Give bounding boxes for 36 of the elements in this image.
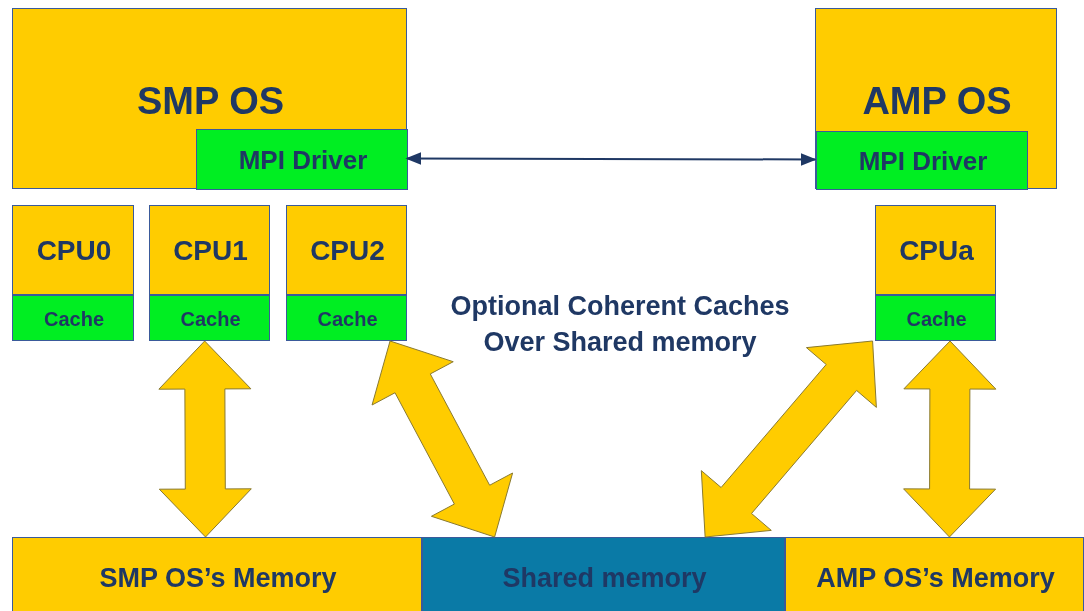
process-box xyxy=(286,205,407,295)
process-box xyxy=(12,295,134,341)
node-label: AMP OS xyxy=(861,78,1013,124)
process-box xyxy=(816,131,1028,190)
node-label: Shared memory xyxy=(501,561,708,595)
node-label: MPI Driver xyxy=(857,144,989,178)
process-box xyxy=(149,295,270,341)
process-box xyxy=(12,205,134,295)
process-box xyxy=(149,205,270,295)
process-box xyxy=(286,295,407,341)
process-box xyxy=(875,295,996,341)
node-label: Cache xyxy=(179,306,242,332)
double-arrow xyxy=(371,340,514,538)
process-box xyxy=(196,129,408,190)
node-label: CPU0 xyxy=(35,234,113,269)
node-label: AMP OS’s Memory xyxy=(815,561,1056,595)
process-box xyxy=(785,537,1084,611)
node-label: Cache xyxy=(905,306,968,332)
node-label: SMP OS xyxy=(135,78,286,124)
node-label: CPUa xyxy=(898,234,975,269)
process-box xyxy=(815,8,1057,189)
double-arrow xyxy=(700,340,877,538)
node-label: CPU1 xyxy=(172,234,249,269)
double-arrow xyxy=(158,340,252,538)
process-box xyxy=(422,537,785,611)
process-box xyxy=(875,205,996,295)
double-arrow xyxy=(903,340,997,538)
arrow xyxy=(405,152,817,166)
note-text: Optional Coherent Caches Over Shared memory xyxy=(449,290,791,360)
node-label: Cache xyxy=(316,306,379,332)
node-label: Cache xyxy=(43,306,105,332)
node-label: CPU2 xyxy=(309,234,386,269)
process-box xyxy=(12,8,407,189)
process-box xyxy=(12,537,422,611)
node-label: MPI Driver xyxy=(237,143,369,177)
node-label: SMP OS’s Memory xyxy=(98,561,338,595)
